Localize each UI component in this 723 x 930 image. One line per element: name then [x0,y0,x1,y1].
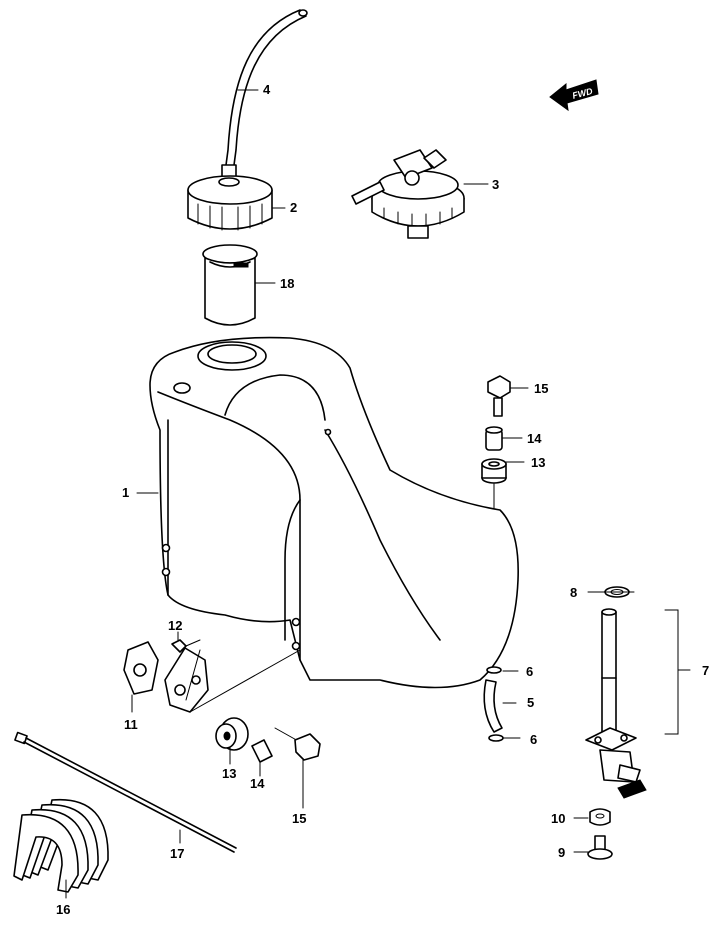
callout-8: 8 [570,585,577,600]
mount-grommet-upper [481,458,507,484]
mount-collar-lower [251,739,273,763]
callout-7: 7 [702,663,709,678]
callout-9: 9 [558,845,565,860]
callout-18: 18 [280,276,294,291]
filler-neck-tube [202,244,258,326]
callout-6-bottom: 6 [530,732,537,747]
callout-17: 17 [170,846,184,861]
callout-3: 3 [492,177,499,192]
mount-grommet-lower [215,717,249,751]
leader-lines [65,89,691,899]
callout-14-left: 14 [250,776,265,791]
callout-5: 5 [527,695,534,710]
fuel-cap [187,164,273,231]
mount-bolt-lower [274,727,321,761]
bracket-bolt [171,639,201,653]
callout-11: 11 [124,717,138,732]
tank-cushion [13,798,109,893]
fuel-tank [149,336,519,689]
callout-14-right: 14 [527,431,542,446]
tank-bracket-left [123,641,159,695]
callout-10: 10 [551,811,565,826]
tank-bracket-right [164,647,209,713]
mount-bolt-upper [487,375,511,417]
cable-tie [14,731,237,853]
callout-15-left: 15 [292,811,306,826]
callout-16: 16 [56,902,70,917]
callout-4: 4 [263,82,271,97]
callout-labels: 1 2 3 4 5 6 6 7 8 9 10 11 12 13 13 14 14… [56,82,709,917]
callout-13-left: 13 [222,766,236,781]
mount-collar-upper [485,426,503,451]
callout-12: 12 [168,618,182,633]
callout-1: 1 [122,485,129,500]
callout-2: 2 [290,200,297,215]
locking-fuel-cap [351,149,465,239]
fuel-cock [585,586,647,860]
breather-hose [225,9,308,166]
callout-6-top: 6 [526,664,533,679]
fwd-arrow-icon: FWD [549,79,599,112]
fuel-hose [483,666,504,742]
callout-15-right: 15 [534,381,548,396]
callout-13-right: 13 [531,455,545,470]
